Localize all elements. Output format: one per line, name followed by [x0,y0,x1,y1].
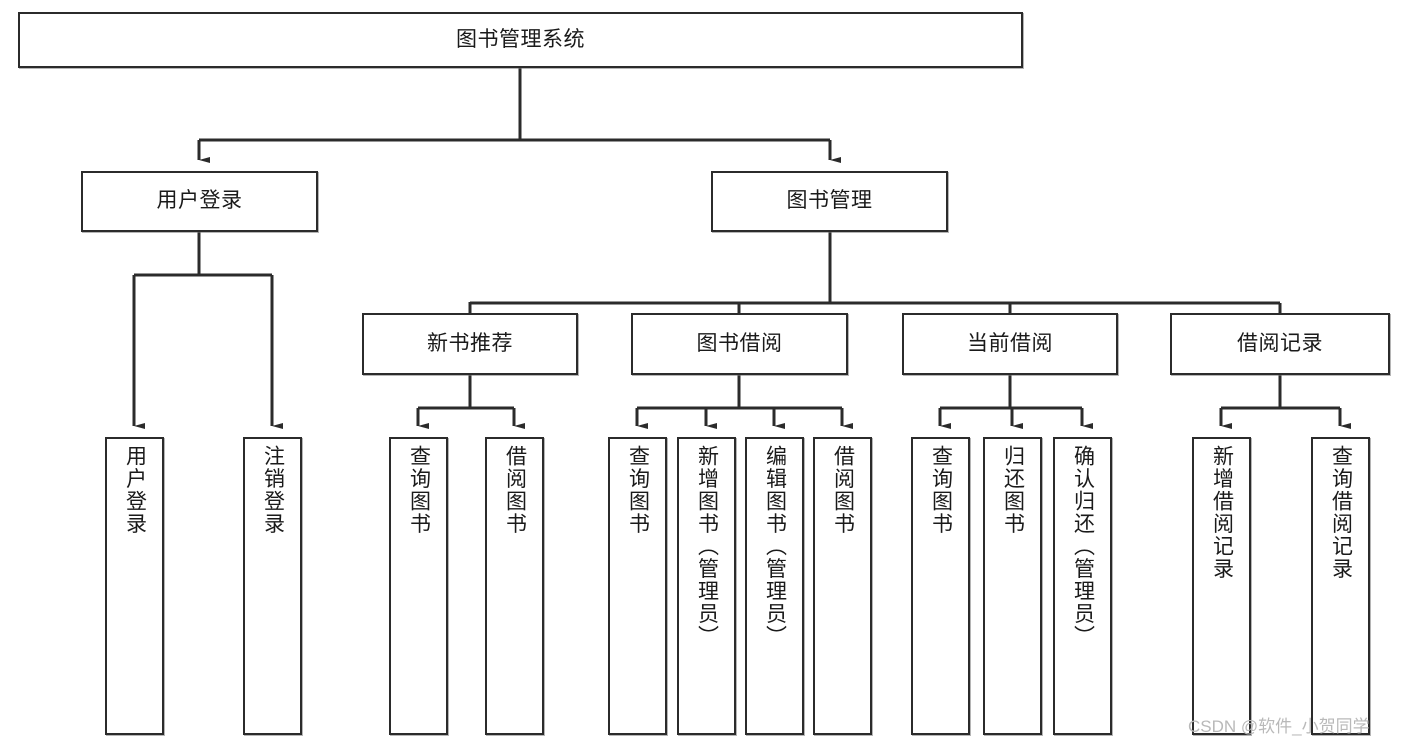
node-label: 借阅图书 [831,445,855,535]
leaf-confirm-return-admin[interactable]: 确认归还（管理员） [1053,437,1112,735]
node-label: 用户登录 [123,445,147,535]
leaf-user-logout[interactable]: 注销登录 [243,437,302,735]
node-label: 确认归还（管理员） [1071,445,1095,648]
leaf-query-book-current[interactable]: 查询图书 [911,437,970,735]
node-book-borrow[interactable]: 图书借阅 [631,313,848,375]
node-label: 归还图书 [1001,445,1025,535]
node-borrow-record[interactable]: 借阅记录 [1170,313,1390,375]
leaf-borrow-book-borrow[interactable]: 借阅图书 [813,437,872,735]
leaf-query-book-newbook[interactable]: 查询图书 [389,437,448,735]
leaf-user-login[interactable]: 用户登录 [105,437,164,735]
node-user-login[interactable]: 用户登录 [81,171,318,232]
node-label: 新书推荐 [427,331,513,355]
node-label: 借阅图书 [503,445,527,535]
node-label: 新增借阅记录 [1210,445,1234,580]
node-new-book-recommendation[interactable]: 新书推荐 [362,313,578,375]
leaf-add-borrow-record[interactable]: 新增借阅记录 [1192,437,1251,735]
node-book-management[interactable]: 图书管理 [711,171,948,232]
leaf-edit-book-admin[interactable]: 编辑图书（管理员） [745,437,804,735]
leaf-query-borrow-record[interactable]: 查询借阅记录 [1311,437,1370,735]
node-label: 查询图书 [407,445,431,535]
node-book-management-system[interactable]: 图书管理系统 [18,12,1023,68]
leaf-query-book-borrow[interactable]: 查询图书 [608,437,667,735]
node-label: 图书管理 [786,189,873,213]
node-label: 查询图书 [929,445,953,535]
node-label: 用户登录 [156,189,243,213]
node-label: 查询借阅记录 [1329,445,1353,580]
node-label: 查询图书 [626,445,650,535]
node-label: 借阅记录 [1237,331,1323,355]
node-label: 图书管理系统 [456,27,585,51]
node-label: 新增图书（管理员） [695,445,719,648]
leaf-borrow-book-newbook[interactable]: 借阅图书 [485,437,544,735]
node-label: 当前借阅 [967,331,1053,355]
node-current-borrow[interactable]: 当前借阅 [902,313,1118,375]
node-label: 图书借阅 [696,331,783,355]
node-label: 注销登录 [261,445,285,535]
node-label: 编辑图书（管理员） [763,445,787,648]
leaf-add-book-admin[interactable]: 新增图书（管理员） [677,437,736,735]
leaf-return-book[interactable]: 归还图书 [983,437,1042,735]
